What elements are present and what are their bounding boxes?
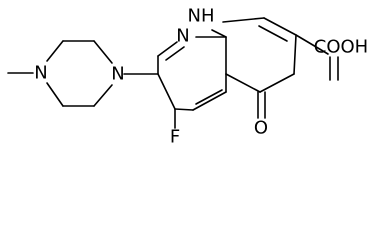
bond <box>222 17 265 23</box>
bond <box>157 41 178 57</box>
molecule-svg: NH COOH N N N F O <box>7 6 368 148</box>
ring-n-label: N <box>176 26 189 47</box>
bond <box>46 40 64 62</box>
atom-labels: NH COOH N N N F O <box>34 6 368 148</box>
bond <box>225 73 261 93</box>
oxo-label: O <box>254 118 268 139</box>
fluorine-label: F <box>170 127 180 148</box>
bond <box>263 17 297 36</box>
nh-label: NH <box>188 6 215 27</box>
piperazine-n-right-label: N <box>111 64 124 85</box>
bond <box>165 46 185 61</box>
bond <box>258 25 288 42</box>
piperazine-n-left-label: N <box>34 63 47 84</box>
bond <box>157 73 176 110</box>
bond <box>93 40 113 64</box>
bond <box>259 73 295 93</box>
structure-diagram: NH COOH N N N F O <box>7 6 368 148</box>
bond <box>295 34 329 55</box>
bond <box>195 89 223 105</box>
bond <box>174 108 194 111</box>
bond <box>46 82 64 107</box>
bond-lines <box>7 17 339 129</box>
bond <box>192 91 227 111</box>
bond <box>211 29 227 38</box>
bond <box>293 34 297 75</box>
cooh-label: COOH <box>314 37 368 58</box>
bond <box>93 84 113 107</box>
